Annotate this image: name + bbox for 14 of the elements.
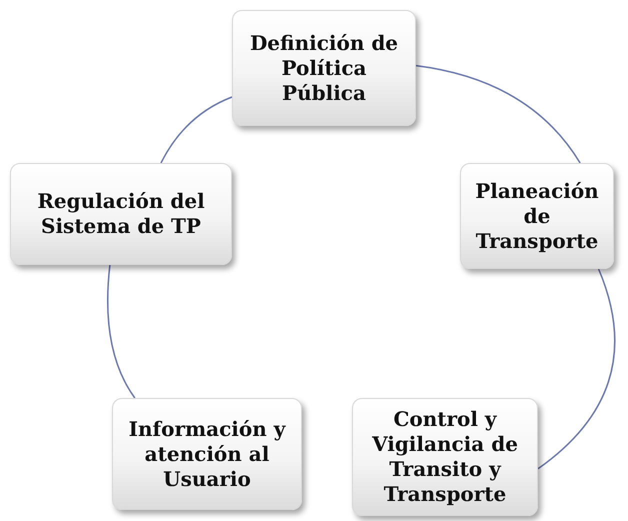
connector-arc	[416, 64, 581, 164]
box-label: Planeación de Transporte	[474, 178, 600, 254]
connector-arc	[107, 264, 136, 398]
box-label: Control y Vigilancia de Transito y Transporte	[371, 407, 519, 507]
connector-arc	[160, 96, 232, 164]
process-box	[352, 398, 538, 516]
process-box	[10, 163, 232, 265]
process-box	[112, 398, 302, 510]
box-label: Información y atención al Usuario	[128, 416, 287, 492]
process-box	[232, 10, 416, 126]
box-label: Definición de Política Pública	[248, 30, 400, 106]
box-label: Regulación del Sistema de TP	[36, 189, 206, 239]
process-box	[460, 163, 614, 269]
connector-arc	[538, 268, 616, 470]
